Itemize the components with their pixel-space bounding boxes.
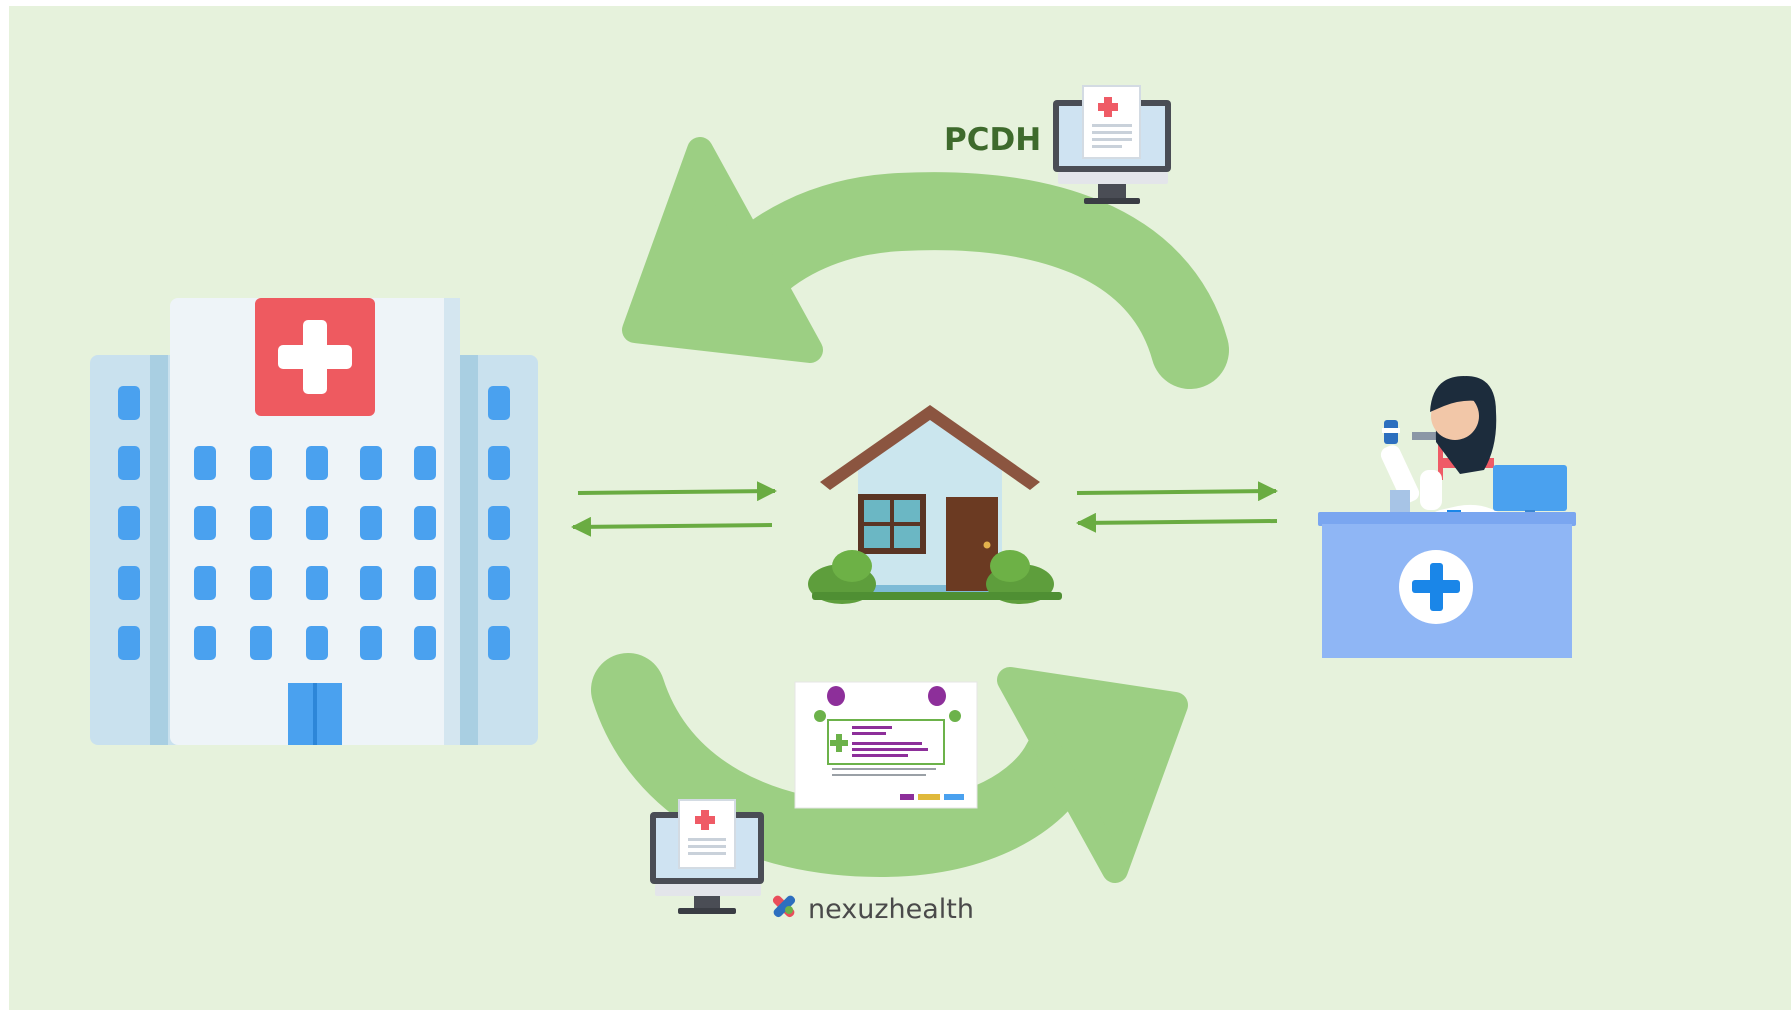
hospital-window [250,626,272,660]
hospital-window [414,566,436,600]
hospital-window [360,566,382,600]
nexuzhealth-logo-icon [772,895,796,918]
hospital-window [118,386,140,420]
medication-card-image [794,681,978,809]
hospital-window [306,626,328,660]
hospital-window [488,506,510,540]
hospital-window [414,446,436,480]
computer-document-icon [1053,85,1171,204]
pharmacy-icon [1318,376,1576,658]
computer-document-icon [650,799,764,914]
hospital-window [118,506,140,540]
hospital-window [488,626,510,660]
cycle-arrow-bottom [591,653,1188,883]
hospital-window [360,506,382,540]
pcdh-label: PCDH [944,122,1041,158]
hospital-window [194,566,216,600]
hospital-window [488,446,510,480]
cycle-arrow-top [622,137,1229,389]
hospital-icon [90,298,538,745]
home-icon [808,405,1062,604]
hospital-window [250,566,272,600]
hospital-window [306,446,328,480]
hospital-window [414,506,436,540]
hospital-window [118,626,140,660]
hospital-window [488,566,510,600]
hospital-window [488,386,510,420]
hospital-window [118,566,140,600]
hospital-window [360,446,382,480]
hospital-window [250,506,272,540]
hospital-window [250,446,272,480]
hospital-window [194,506,216,540]
connector-home-pharmacy [1076,481,1278,533]
hospital-window [194,626,216,660]
hospital-window [360,626,382,660]
hospital-window [118,446,140,480]
hospital-window [414,626,436,660]
brand-label: nexuzhealth [808,894,974,925]
hospital-window [306,566,328,600]
hospital-window [306,506,328,540]
connector-hospital-home [571,481,777,537]
hospital-window [194,446,216,480]
